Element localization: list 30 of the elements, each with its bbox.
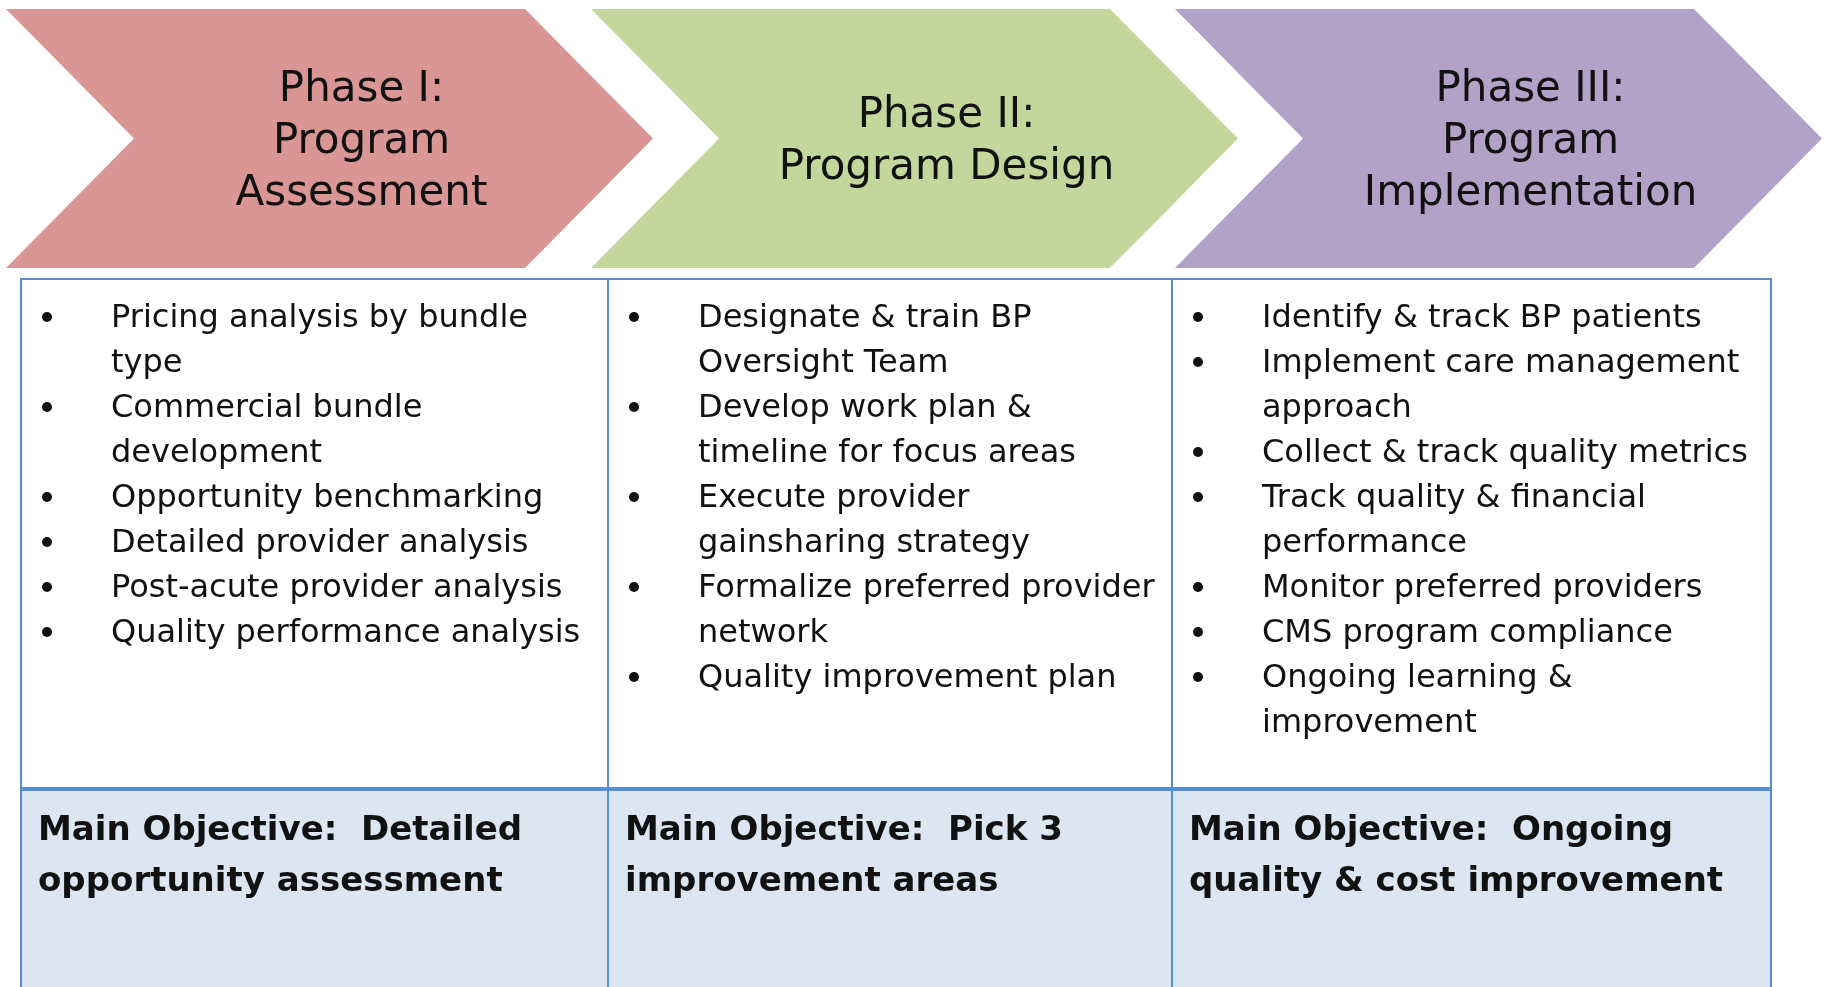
task-text: Commercial bundle development <box>111 386 424 472</box>
phase-title: Phase I: Program Assessment <box>234 60 489 217</box>
task-text: Post-acute provider analysis <box>111 566 564 607</box>
task-list-cell <box>20 278 609 789</box>
objective-text: Main Objective: Ongoing quality & cost improvement <box>1189 807 1725 901</box>
task-list-cell <box>1171 278 1772 789</box>
task-text: Formalize preferred provider network <box>698 566 1156 652</box>
objective-cell <box>1171 789 1772 987</box>
task-text: Detailed provider analysis <box>111 521 530 562</box>
objective-cell <box>607 789 1173 987</box>
task-text: Monitor preferred providers <box>1262 566 1704 607</box>
task-text: Designate & train BP Oversight Team <box>698 296 1033 382</box>
task-text: Pricing analysis by bundle type <box>111 296 529 382</box>
task-text: Quality performance analysis <box>111 611 582 652</box>
task-text: Ongoing learning & improvement <box>1262 656 1574 742</box>
phase-title: Phase II: Program Design <box>777 86 1116 191</box>
objective-text: Main Objective: Pick 3 improvement areas <box>625 807 1064 901</box>
task-text: Track quality & financial performance <box>1262 476 1647 562</box>
task-text: Quality improvement plan <box>698 656 1118 697</box>
task-text: Opportunity benchmarking <box>111 476 545 517</box>
objective-cell <box>20 789 609 987</box>
task-text: CMS program compliance <box>1262 611 1674 652</box>
task-list-cell <box>607 278 1173 789</box>
task-text: Collect & track quality metrics <box>1262 431 1749 472</box>
task-text: Develop work plan & timeline for focus areas <box>698 386 1077 472</box>
phase-title: Phase III: Program Implementation <box>1362 60 1699 217</box>
task-text: Execute provider gainsharing strategy <box>698 476 1031 562</box>
task-text: Identify & track BP patients <box>1262 296 1703 337</box>
task-text: Implement care management approach <box>1262 341 1741 427</box>
objective-text: Main Objective: Detailed opportunity assessment <box>38 807 524 901</box>
